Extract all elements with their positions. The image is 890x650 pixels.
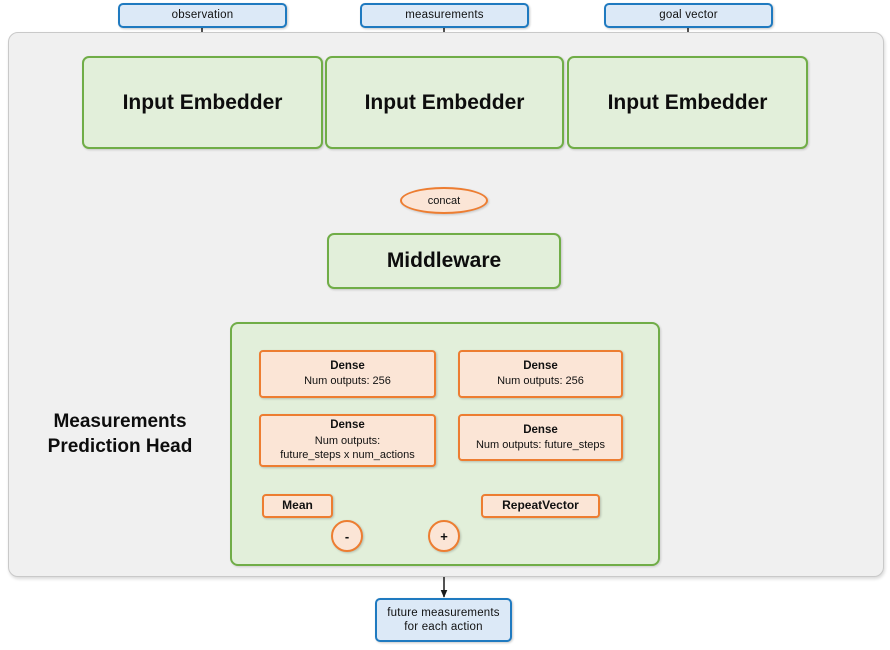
input-embedder-2-label: Input Embedder: [364, 90, 525, 114]
head-title-line2: Prediction Head: [47, 435, 193, 457]
right-dense-1[interactable]: Dense Num outputs: 256: [458, 350, 623, 398]
repeat-vector-label: RepeatVector: [502, 498, 579, 513]
input-embedder-3-label: Input Embedder: [607, 90, 768, 114]
head-title: Measurements Prediction Head: [22, 410, 218, 459]
input-embedder-1[interactable]: Input Embedder: [82, 56, 323, 149]
input-measurements-label: measurements: [405, 9, 484, 22]
mean-block[interactable]: Mean: [262, 494, 333, 518]
right-dense-2[interactable]: Dense Num outputs: future_steps: [458, 414, 623, 461]
subtract-symbol: -: [344, 528, 350, 544]
input-measurements[interactable]: measurements: [360, 3, 529, 28]
input-embedder-2[interactable]: Input Embedder: [325, 56, 564, 149]
add-symbol: +: [440, 528, 448, 544]
middleware-label: Middleware: [386, 249, 502, 272]
left-dense-2[interactable]: Dense Num outputs: future_steps x num_ac…: [259, 414, 436, 467]
right-dense-2-title: Dense: [523, 423, 558, 436]
input-goal-vector[interactable]: goal vector: [604, 3, 773, 28]
left-dense-2-detail-line2: future_steps x num_actions: [280, 449, 415, 462]
repeat-vector-block[interactable]: RepeatVector: [481, 494, 600, 518]
right-dense-1-title: Dense: [523, 360, 558, 373]
left-dense-1-title: Dense: [330, 360, 365, 373]
middleware-block[interactable]: Middleware: [327, 233, 561, 289]
concat-node[interactable]: concat: [400, 187, 488, 214]
input-observation[interactable]: observation: [118, 3, 287, 28]
output-future-measurements[interactable]: future measurements for each action: [375, 598, 512, 642]
head-title-line1: Measurements: [53, 411, 187, 432]
left-dense-2-title: Dense: [330, 419, 365, 432]
input-goal-vector-label: goal vector: [659, 9, 718, 22]
right-dense-1-detail: Num outputs: 256: [497, 375, 584, 388]
output-line2: for each action: [404, 621, 483, 633]
mean-label: Mean: [282, 498, 313, 513]
add-operator[interactable]: +: [428, 520, 460, 552]
right-dense-2-detail: Num outputs: future_steps: [475, 438, 605, 451]
left-dense-2-detail-line1: Num outputs:: [314, 434, 381, 447]
output-line1: future measurements: [387, 606, 500, 619]
subtract-operator[interactable]: -: [331, 520, 363, 552]
left-dense-1[interactable]: Dense Num outputs: 256: [259, 350, 436, 398]
input-embedder-1-label: Input Embedder: [122, 90, 283, 114]
left-dense-1-detail: Num outputs: 256: [304, 375, 391, 388]
input-embedder-3[interactable]: Input Embedder: [567, 56, 808, 149]
input-observation-label: observation: [171, 9, 234, 22]
concat-label: concat: [427, 194, 461, 207]
